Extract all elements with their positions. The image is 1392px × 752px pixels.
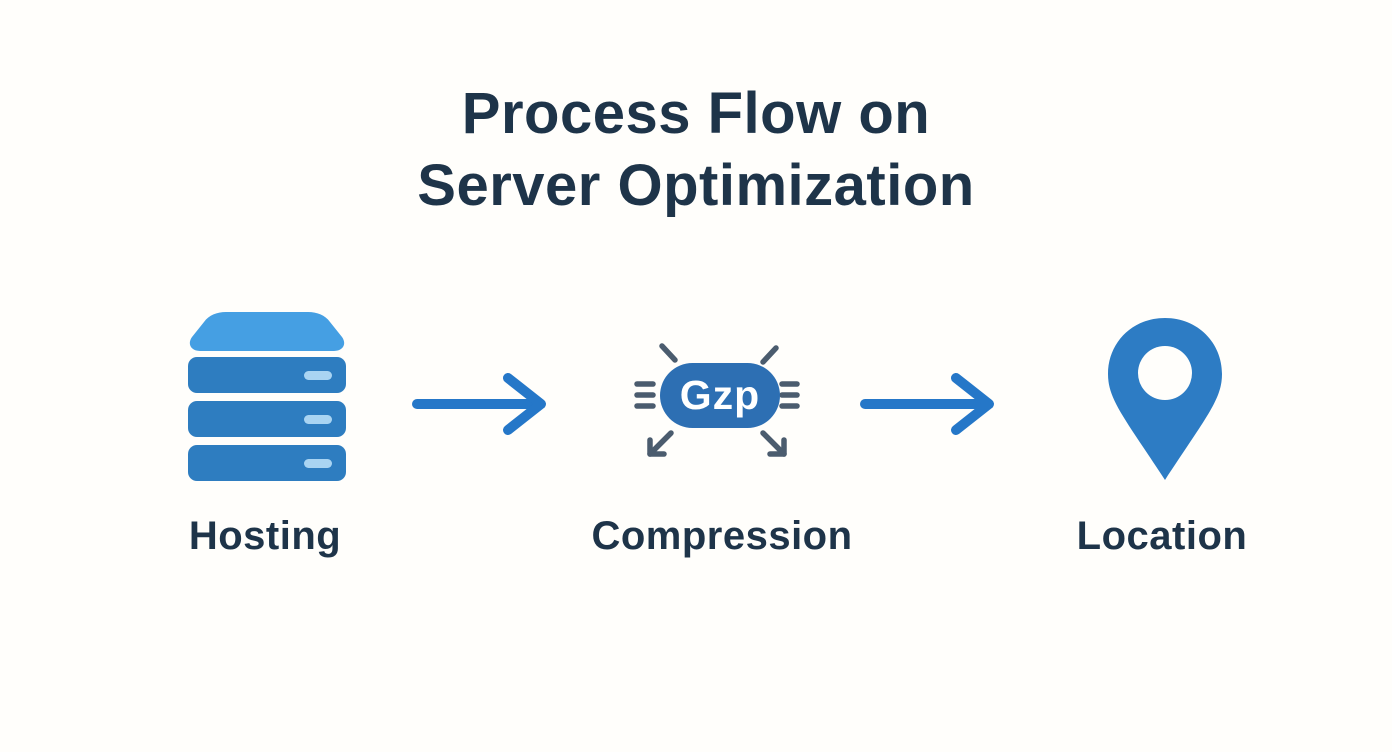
map-pin-icon	[1108, 318, 1222, 480]
title-line-2: Server Optimization	[417, 152, 975, 218]
gzip-badge-text: Gzp	[679, 372, 761, 418]
flow-arrow-right-icon	[412, 373, 546, 435]
compression-burst-marks-icon	[634, 343, 800, 457]
step-label-location: Location	[1076, 514, 1248, 558]
step-label-compression: Compression	[591, 514, 853, 558]
server-stack-icon	[188, 312, 346, 481]
diagram-title: Process Flow on Server Optimization	[0, 78, 1392, 222]
title-line-1: Process Flow on	[461, 81, 931, 146]
step-label-hosting: Hosting	[188, 514, 342, 558]
gzip-badge-icon: Gzp	[634, 342, 800, 462]
flow-arrow-right-icon	[860, 373, 994, 435]
gzip-pill-badge: Gzp	[660, 363, 780, 428]
